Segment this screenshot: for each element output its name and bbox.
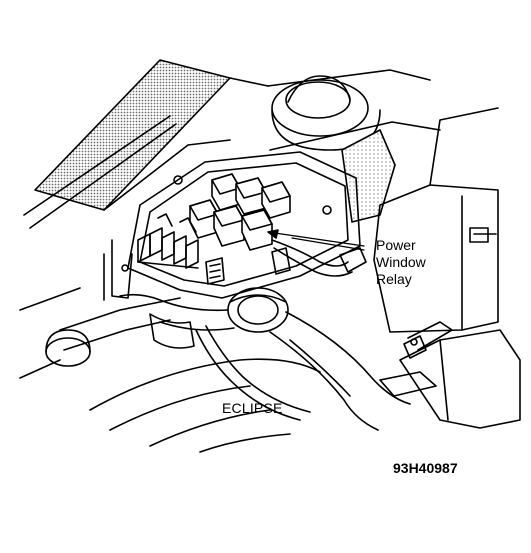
inner-fender-line [23,115,171,216]
grommet [271,247,291,275]
vehicle-label: ECLIPSE [222,400,283,416]
cowl-bottom-line [269,121,441,151]
intake-hose-bottom [159,321,235,331]
left-frame-line-2 [19,359,61,379]
cowl-top-line [267,69,431,87]
bracket-arm [407,321,453,351]
fender-line-top [229,77,269,87]
connector-tab [205,257,225,285]
strut-tower-rim [271,109,381,151]
engine-curve-4 [199,433,291,453]
cable-loop-2 [205,325,311,413]
mount-bolt-lower [121,264,129,272]
strut-bar-cap [45,329,91,353]
air-duct-bottom [269,331,379,431]
right-arm [379,371,437,397]
callout-leader [267,231,365,247]
callout-label-line-1: Power [376,237,416,253]
callout-arrowhead [267,229,279,239]
air-duct-inner [289,339,351,397]
figure-id: 93H40987 [393,460,458,476]
intake-hose-top [119,293,229,312]
engine-curve-1 [89,358,321,411]
inner-fender-line-2 [29,123,177,229]
cable-loop [195,329,301,421]
fender-edge [103,139,231,211]
strut-tower-outer [271,79,369,137]
support-bracket [111,239,133,299]
callout-label-line-3: Relay [376,271,412,287]
shaded-bulkhead [341,129,396,223]
air-duct-top [285,311,411,405]
relay-lower-2 [213,205,245,247]
fuse-row [137,227,199,269]
fuse-clip-2 [157,213,173,227]
engine-curve-3 [149,409,271,447]
battery-box [373,184,499,333]
relay-box-rim [139,162,349,287]
left-frame-line [19,287,81,311]
battery-terminal [469,227,489,243]
hose-coupling-inner [237,295,279,325]
connector-tab-lines [209,263,221,279]
right-lower-housing-line [439,339,449,421]
relay-top-3 [261,181,291,219]
hose-clamp [149,313,195,349]
callout-leader-2 [291,237,365,251]
strut-bar-mount [45,337,91,367]
strut-tower-inner [285,81,351,119]
strut-tower-cap [287,75,351,103]
strut-bar-bottom [63,319,171,351]
hose-coupling-band [229,294,287,303]
right-lower-connector [403,335,427,359]
battery-top-edge [429,107,499,186]
strut-bar-top [59,297,181,331]
relay-power-window [241,209,273,251]
fuse-clip [179,217,197,233]
engine-curve-2 [109,385,251,431]
relay-box-housing [127,151,361,299]
mount-bolt-left [173,175,183,185]
harness-plug [339,247,367,273]
mount-bolt-right [322,205,332,215]
harness-wire-1 [271,239,349,267]
right-lower-housing [399,329,521,429]
callout-label-line-2: Window [376,254,426,270]
